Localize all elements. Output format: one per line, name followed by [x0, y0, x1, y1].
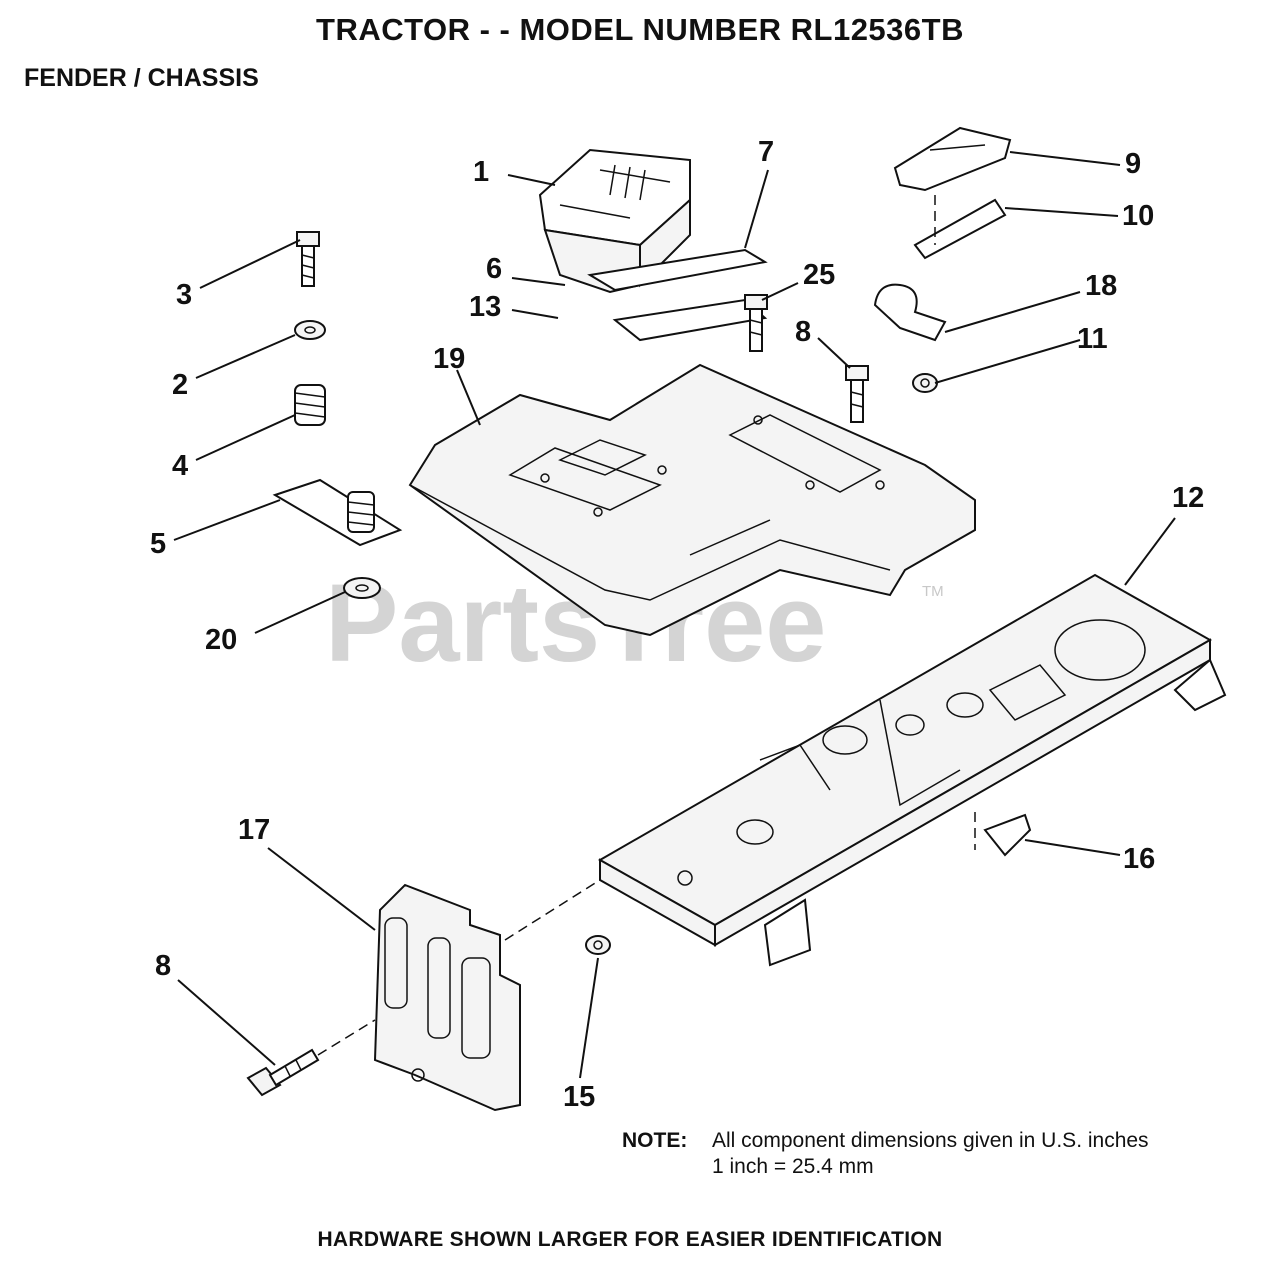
callout-8-upper: 8	[795, 316, 812, 348]
part-4-spring[interactable]	[294, 384, 326, 426]
callout-5: 5	[150, 528, 167, 560]
part-18-clamp[interactable]	[873, 283, 947, 342]
part-2-washer[interactable]	[294, 320, 326, 340]
callout-12: 12	[1172, 482, 1205, 514]
part-25-bolt[interactable]	[744, 294, 768, 352]
part-10-bracket[interactable]	[913, 198, 1007, 260]
page-subtitle: FENDER / CHASSIS	[24, 64, 259, 92]
callout-4: 4	[172, 450, 189, 482]
footer-caption: HARDWARE SHOWN LARGER FOR EASIER IDENTIF…	[317, 1228, 943, 1251]
part-3-bolt[interactable]	[296, 231, 320, 287]
part-20-washer[interactable]	[343, 577, 381, 599]
callout-20: 20	[205, 624, 238, 656]
callout-10: 10	[1122, 200, 1155, 232]
callout-8-lower: 8	[155, 950, 172, 982]
part-8-bolt-upper[interactable]	[845, 365, 869, 423]
callout-15: 15	[563, 1081, 596, 1113]
note-line-1: All component dimensions given in U.S. i…	[712, 1129, 1149, 1152]
part-11-nut[interactable]	[912, 373, 938, 393]
part-5-spring-plate[interactable]	[272, 478, 403, 547]
part-19-fender[interactable]	[408, 363, 976, 637]
part-8-bolt-lower[interactable]	[246, 1048, 320, 1097]
part-13-plate[interactable]	[612, 298, 768, 342]
page-title: TRACTOR - - MODEL NUMBER RL12536TB	[316, 12, 964, 47]
callout-1: 1	[473, 156, 490, 188]
callout-3: 3	[176, 279, 193, 311]
callout-16: 16	[1123, 843, 1156, 875]
leader-lines	[173, 151, 1176, 1079]
assembly-line-8-17	[317, 1019, 376, 1056]
watermark-trademark: TM	[922, 583, 944, 600]
callout-2: 2	[172, 369, 189, 401]
note-label: NOTE:	[622, 1129, 688, 1152]
callout-13: 13	[469, 291, 502, 323]
callout-17: 17	[238, 814, 271, 846]
part-7-decal[interactable]	[587, 248, 768, 292]
part-9-cover[interactable]	[893, 126, 1012, 192]
part-16-bracket[interactable]	[983, 813, 1032, 857]
part-17-mounting-plate[interactable]	[373, 883, 521, 1112]
part-15-nut[interactable]	[585, 935, 611, 955]
part-12-chassis-frame[interactable]	[597, 573, 1227, 967]
callout-18: 18	[1085, 270, 1118, 302]
callout-6: 6	[486, 253, 503, 285]
assembly-line-17-12	[504, 879, 601, 941]
dimension-note: NOTE: All component dimensions given in U…	[622, 1128, 1149, 1180]
callout-25: 25	[803, 259, 836, 291]
callout-7: 7	[758, 136, 775, 168]
note-line-2: 1 inch = 25.4 mm	[712, 1155, 874, 1178]
callout-9: 9	[1125, 148, 1142, 180]
callout-11: 11	[1077, 323, 1108, 355]
callout-19: 19	[433, 343, 466, 375]
